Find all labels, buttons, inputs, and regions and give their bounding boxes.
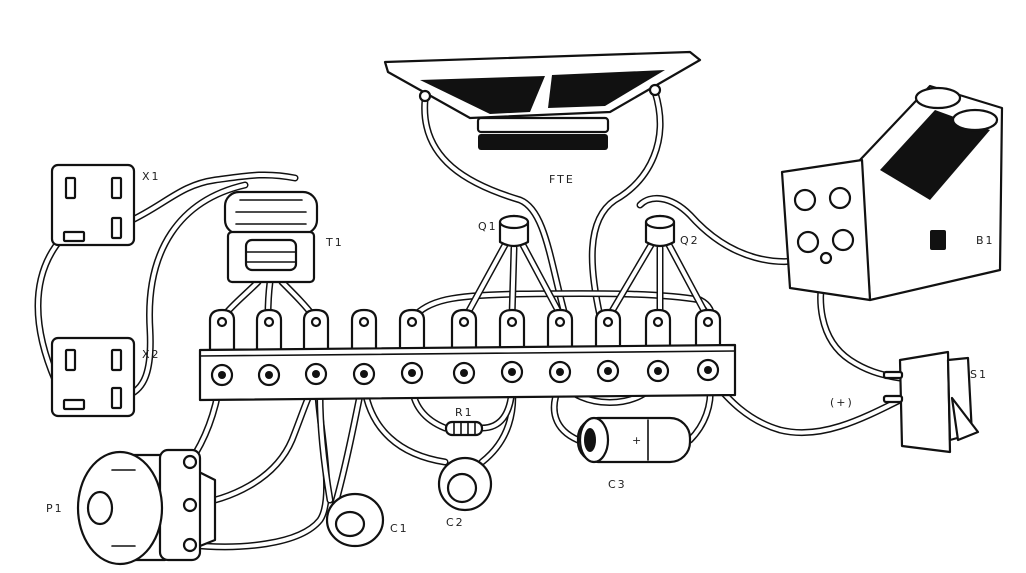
speaker: FTE (383, 50, 702, 186)
speaker-cone-right (548, 70, 665, 108)
capacitor-c3: + C3 (576, 416, 692, 491)
label-q1: Q1 (478, 220, 498, 233)
transistor-q1: Q1 (478, 214, 530, 248)
capacitor-c1: C1 (325, 492, 409, 548)
label-t1: T1 (325, 236, 344, 249)
terminal-strip (198, 308, 737, 402)
label-x1: X1 (142, 170, 161, 183)
resistor-r1: R1 (444, 406, 484, 437)
terminal-eyelets (210, 358, 720, 387)
connector-x2: X2 (50, 336, 161, 418)
label-c3-polarity: + (632, 434, 643, 447)
label-c3: C3 (608, 478, 627, 491)
label-s1: S1 (970, 368, 988, 381)
label-r1: R1 (455, 406, 474, 419)
label-s1-polarity: (+) (830, 396, 854, 409)
potentiometer-p1: P1 (46, 448, 217, 566)
label-q2: Q2 (680, 234, 700, 247)
speaker-cone-left (420, 76, 545, 114)
label-p1: P1 (46, 502, 64, 515)
transistor-q2: Q2 (644, 214, 700, 248)
connector-x1: X1 (50, 163, 161, 247)
label-b1: B1 (976, 234, 995, 247)
transformer-t1: T1 (223, 190, 344, 284)
label-c1: C1 (390, 522, 409, 535)
label-fte: FTE (549, 173, 575, 186)
switch-s1: S1 (+) (830, 350, 988, 454)
battery-holder-b1: B1 (780, 84, 1004, 302)
label-x2: X2 (142, 348, 161, 361)
capacitor-c2: C2 (437, 456, 493, 529)
terminal-lugs (208, 308, 722, 352)
label-c2: C2 (446, 516, 465, 529)
